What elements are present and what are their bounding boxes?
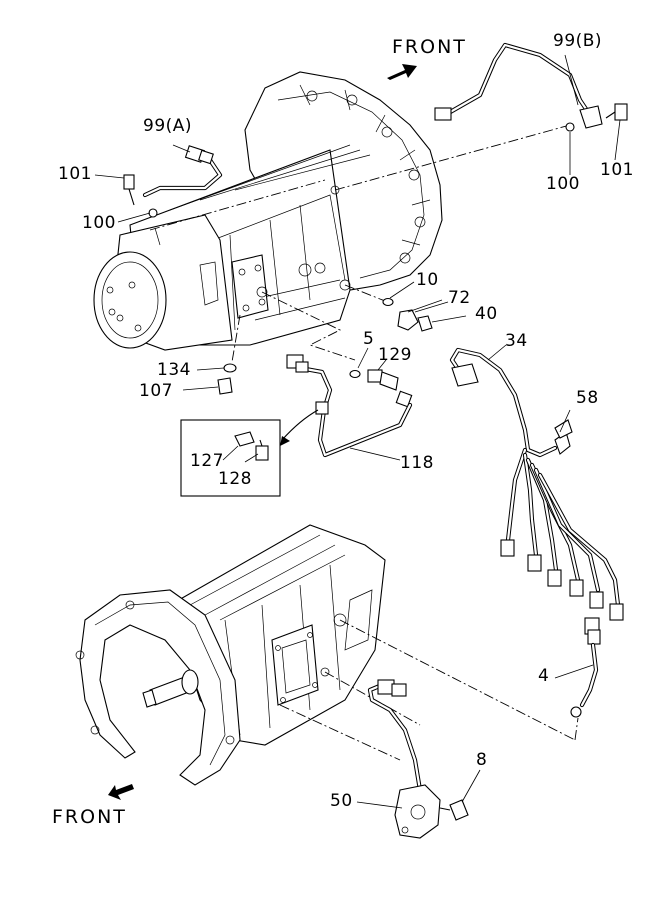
lower-transmission-assembly [75,524,386,786]
part-label-118: 118 [400,453,434,473]
front-label-top: FRONT [392,36,467,58]
upper-dash-lines [149,124,571,363]
label-leaders [94,54,621,809]
detail-inset [180,409,319,497]
part-label-10: 10 [416,270,439,290]
switch-harness-50 [367,679,469,839]
part-label-58: 58 [576,388,599,408]
part-label-8: 8 [476,750,488,770]
part-label-101-left: 101 [58,164,92,184]
part-label-128: 128 [218,469,252,489]
front-arrow-top-icon [387,64,417,80]
front-label-bottom: FRONT [52,806,127,828]
switch-and-harness-118 [286,354,413,458]
part-label-127: 127 [190,451,224,471]
part-label-72: 72 [448,288,471,308]
part-label-101-right: 101 [600,160,634,180]
front-arrow-bottom-icon [108,784,134,800]
part-label-100-left: 100 [82,213,116,233]
harness-34 [449,347,624,621]
part-label-34: 34 [505,331,528,351]
part-label-50: 50 [330,791,353,811]
bracket-parts [382,297,443,332]
part-label-107: 107 [139,381,173,401]
part-label-5: 5 [363,329,375,349]
part-label-4: 4 [538,666,550,686]
upper-transmission-assembly [93,71,443,351]
part-label-134: 134 [157,360,191,380]
part-label-40: 40 [475,304,498,324]
harness-99b [434,42,628,132]
harness-4 [570,617,601,718]
part-label-99a: 99(A) [143,116,193,136]
harness-99a [123,145,223,218]
part-label-99b: 99(B) [553,31,603,51]
part-label-100-right: 100 [546,174,580,194]
part-label-129: 129 [378,345,412,365]
plug-parts [217,363,237,395]
